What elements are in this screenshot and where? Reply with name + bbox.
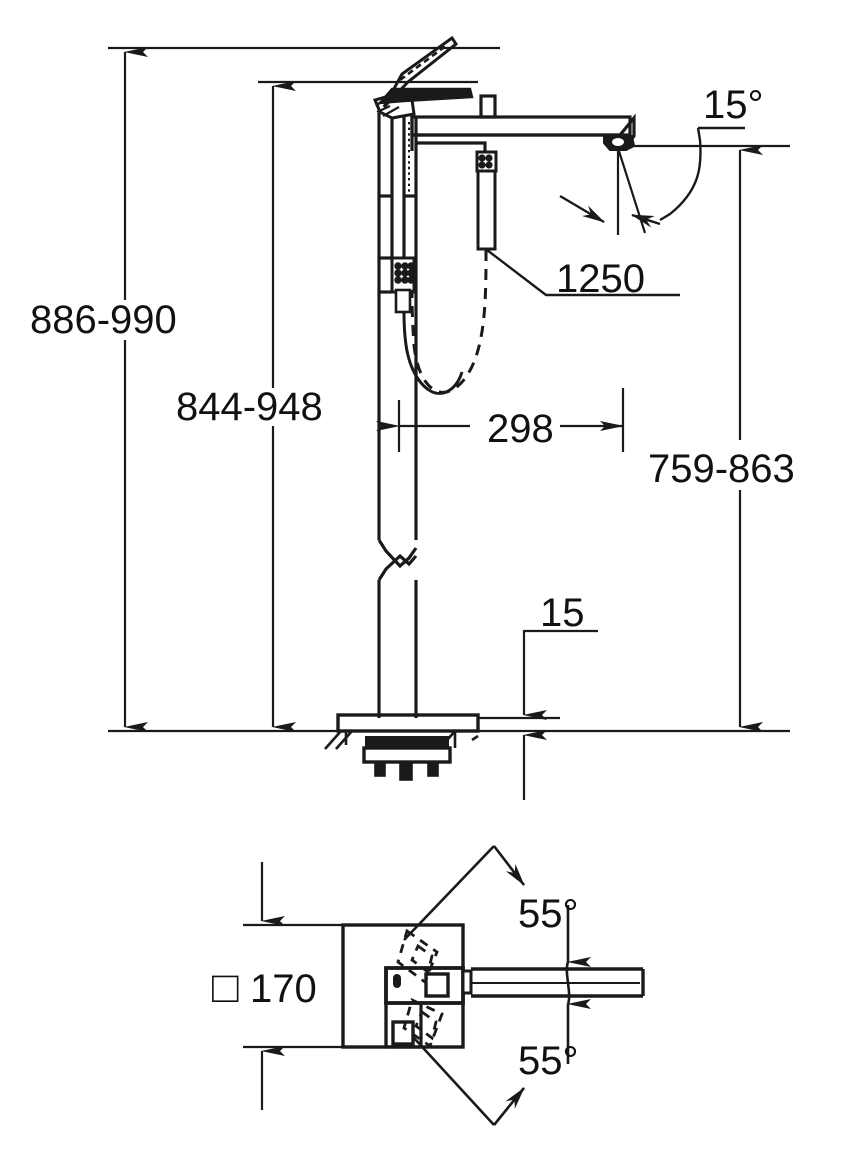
plan-dimension-lines [243, 845, 591, 1126]
dim-label-swivel-upper: 55° [518, 892, 579, 936]
leader-spout-angle [559, 126, 745, 235]
hand-shower [475, 150, 498, 251]
handle-lever-raised [382, 35, 459, 109]
base-plate [336, 713, 480, 733]
plan-square-button [424, 972, 450, 998]
plan-dimension-texts: □ 170 55° 55° [212, 892, 579, 1083]
leader-swivel-lower [413, 999, 591, 1126]
elevation-dimension-texts: 886-990 844-948 759-863 298 15 1250 15° [30, 83, 795, 635]
leader-swivel-upper [403, 845, 591, 1005]
dim-label-spout-top-height: 844-948 [176, 385, 323, 429]
shower-arm [416, 141, 487, 152]
dim-label-total-height: 886-990 [30, 298, 177, 342]
plan-notch [391, 1020, 415, 1046]
plan-product-geometry [341, 923, 645, 1049]
dim-label-plate-thickness: 15 [540, 591, 585, 635]
base-fixing-block [362, 736, 452, 781]
elevation-dimension-lines [108, 46, 790, 800]
dim-label-hose-length: 1250 [556, 257, 645, 301]
plan-rotation-indicator-upper [396, 928, 439, 985]
dim-plate-thickness [478, 629, 598, 800]
dim-label-spout-projection: 298 [487, 407, 554, 451]
riser-diverter-block [379, 256, 416, 314]
dim-spout-projection [376, 388, 625, 452]
dim-label-body-width-symbol: □ [212, 963, 239, 1012]
plan-handle-indicator [393, 974, 401, 988]
spout-button [479, 94, 497, 119]
riser-break-line [377, 539, 418, 581]
shower-hose-outer [402, 311, 464, 395]
plan-lower-block [384, 1001, 423, 1049]
dim-label-swivel-lower: 55° [518, 1039, 579, 1083]
plan-spout [461, 967, 645, 998]
plan-rotation-indicator-lower [402, 998, 444, 1049]
elevation-product-geometry [324, 35, 636, 781]
dim-label-body-width: 170 [250, 967, 317, 1011]
leader-hose-length [486, 249, 680, 297]
dim-label-spout-angle: 15° [703, 83, 764, 127]
dim-label-outlet-height: 759-863 [648, 447, 795, 491]
handle-seat-block [372, 92, 416, 120]
spout-outlet [603, 135, 636, 151]
